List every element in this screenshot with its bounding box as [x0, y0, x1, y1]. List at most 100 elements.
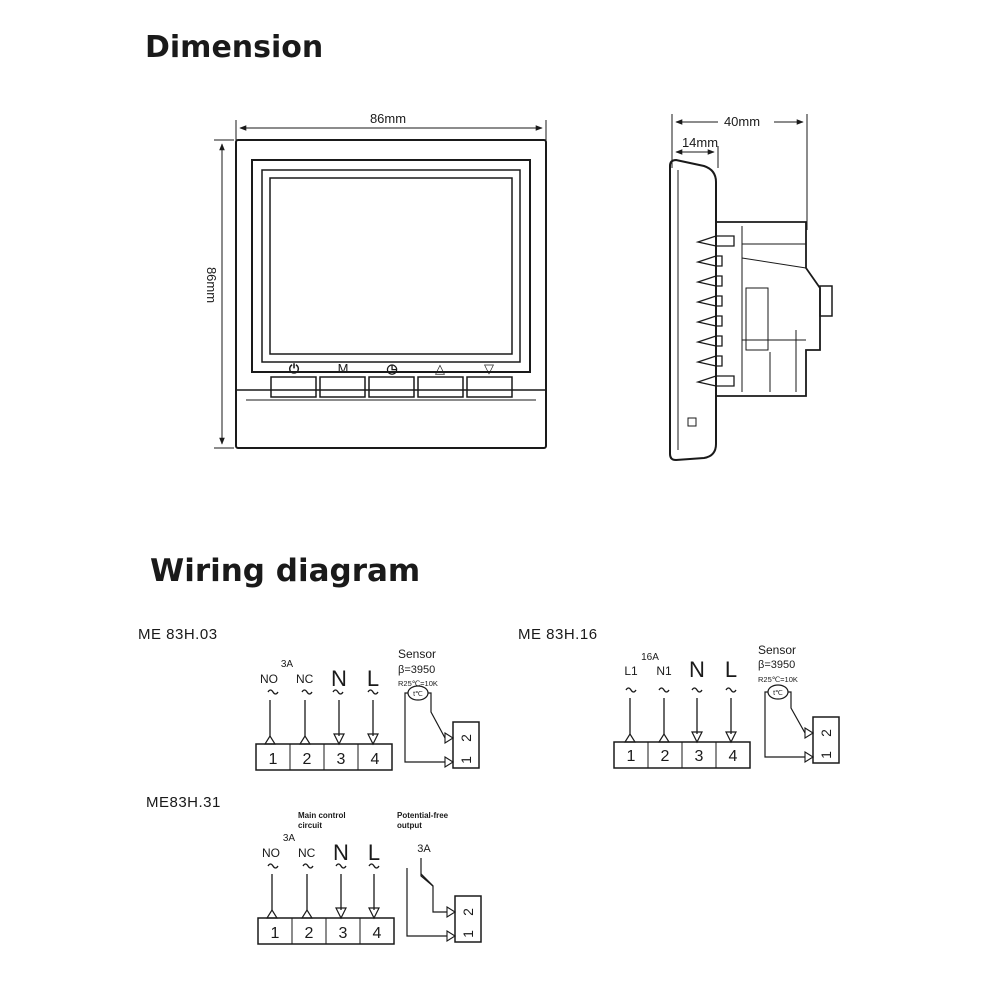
front-plate [669, 158, 717, 462]
mode-button [319, 376, 366, 398]
dimension-heading: Dimension [145, 30, 324, 65]
depth-label: 40mm [724, 114, 760, 129]
sensor-r-a: R25℃=10K [398, 679, 438, 688]
label-b-l: L [725, 657, 737, 682]
screen-bezel-outer [251, 159, 531, 373]
terminal-c-3: 3 [339, 925, 348, 942]
label-b-n1: N1 [656, 664, 672, 678]
back-box-rib-slant [741, 257, 807, 269]
output-rating-c: 3A [417, 843, 431, 855]
model-label-me83h31: ME83H.31 [146, 794, 221, 811]
mode-label: M [338, 361, 349, 376]
model-label-me83h16: ME 83H.16 [518, 626, 598, 643]
clock-icon: ◷ [386, 361, 397, 376]
up-button [417, 376, 464, 398]
terminal-a-1: 1 [269, 751, 278, 768]
label-c-l: L [368, 840, 380, 865]
sensor-terminal-b [812, 716, 840, 764]
screen-bezel-inner [261, 169, 521, 363]
terminal-b-4: 4 [729, 748, 738, 765]
tilde-b4 [725, 687, 737, 693]
terminal-a-4: 4 [371, 751, 380, 768]
sensor-a-term-2: 2 [458, 734, 474, 742]
output-c-term-1: 1 [460, 930, 476, 938]
label-c-nc: NC [298, 846, 316, 860]
main-control-label-2: circuit [298, 821, 322, 830]
tilde-c2 [302, 863, 314, 869]
clip-1 [695, 235, 735, 247]
terminal-a-2: 2 [303, 751, 312, 768]
sensor-b-term-2: 2 [818, 729, 834, 737]
label-a-n: N [331, 666, 347, 691]
label-c-no: NO [262, 846, 280, 860]
tilde-c4 [368, 863, 380, 869]
sensor-title-a: Sensor [398, 647, 436, 661]
power-button [270, 376, 317, 398]
height-label: 86mm [204, 267, 219, 303]
main-control-label-1: Main control [298, 811, 346, 820]
clip-2 [695, 255, 723, 267]
tilde-c3 [335, 863, 347, 869]
sensor-beta-b: β=3950 [758, 659, 795, 671]
tilde-a3 [332, 689, 344, 695]
back-box-window [745, 287, 769, 351]
output-c-term-2: 2 [460, 908, 476, 916]
tilde-b3 [691, 687, 703, 693]
output-wire-2 [406, 868, 447, 937]
tilde-b2 [658, 687, 670, 693]
label-c-rating: 3A [283, 833, 296, 844]
output-wire-1 [420, 858, 447, 913]
terminal-a-3: 3 [337, 751, 346, 768]
label-b-n: N [689, 657, 705, 682]
diagram-c [257, 858, 482, 945]
lcd-screen [269, 177, 513, 355]
tilde-a1 [267, 689, 279, 695]
diagram-b [613, 684, 840, 769]
terminal-c-2: 2 [305, 925, 314, 942]
tilde-a2 [301, 689, 313, 695]
sensor-symbol-b: t℃ [773, 690, 783, 697]
potential-free-label-1: Potential-free [397, 811, 449, 820]
clip-8 [695, 375, 735, 387]
front-view [214, 120, 547, 449]
power-icon: ⏻ [289, 361, 300, 376]
output-switch [420, 873, 434, 887]
output-terminal-c [454, 895, 482, 943]
terminal-b-1: 1 [627, 748, 636, 765]
tilde-c1 [267, 863, 279, 869]
label-b-l1: L1 [624, 664, 638, 678]
front-depth-label: 14mm [682, 135, 718, 150]
width-label: 86mm [370, 111, 406, 126]
label-a-rating: 3A [281, 659, 294, 670]
clock-button [368, 376, 415, 398]
label-a-l: L [367, 666, 379, 691]
wiring-heading: Wiring diagram [150, 553, 421, 589]
back-box [716, 221, 821, 397]
down-arrow-icon: ▽ [484, 361, 494, 376]
clip-5 [695, 315, 723, 327]
label-c-n: N [333, 840, 349, 865]
label-b-rating: 16A [641, 652, 659, 663]
terminal-b-2: 2 [661, 748, 670, 765]
back-box-knob [819, 285, 833, 317]
sensor-terminal-a [452, 721, 480, 769]
sensor-a-term-1: 1 [458, 756, 474, 764]
clip-7 [695, 355, 723, 367]
label-a-nc: NC [296, 672, 314, 686]
sensor-r-b: R25℃=10K [758, 675, 798, 684]
label-a-no: NO [260, 672, 278, 686]
clip-4 [695, 295, 723, 307]
terminal-c-4: 4 [373, 925, 382, 942]
side-view [669, 114, 833, 462]
tilde-a4 [367, 689, 379, 695]
clip-3 [695, 275, 723, 287]
up-arrow-icon: △ [435, 361, 445, 376]
terminal-c-1: 1 [271, 925, 280, 942]
potential-free-label-2: output [397, 821, 422, 830]
clip-6 [695, 335, 723, 347]
terminal-b-3: 3 [695, 748, 704, 765]
model-label-me83h03: ME 83H.03 [138, 626, 218, 643]
diagram-a [255, 685, 480, 771]
tilde-b1 [625, 687, 637, 693]
